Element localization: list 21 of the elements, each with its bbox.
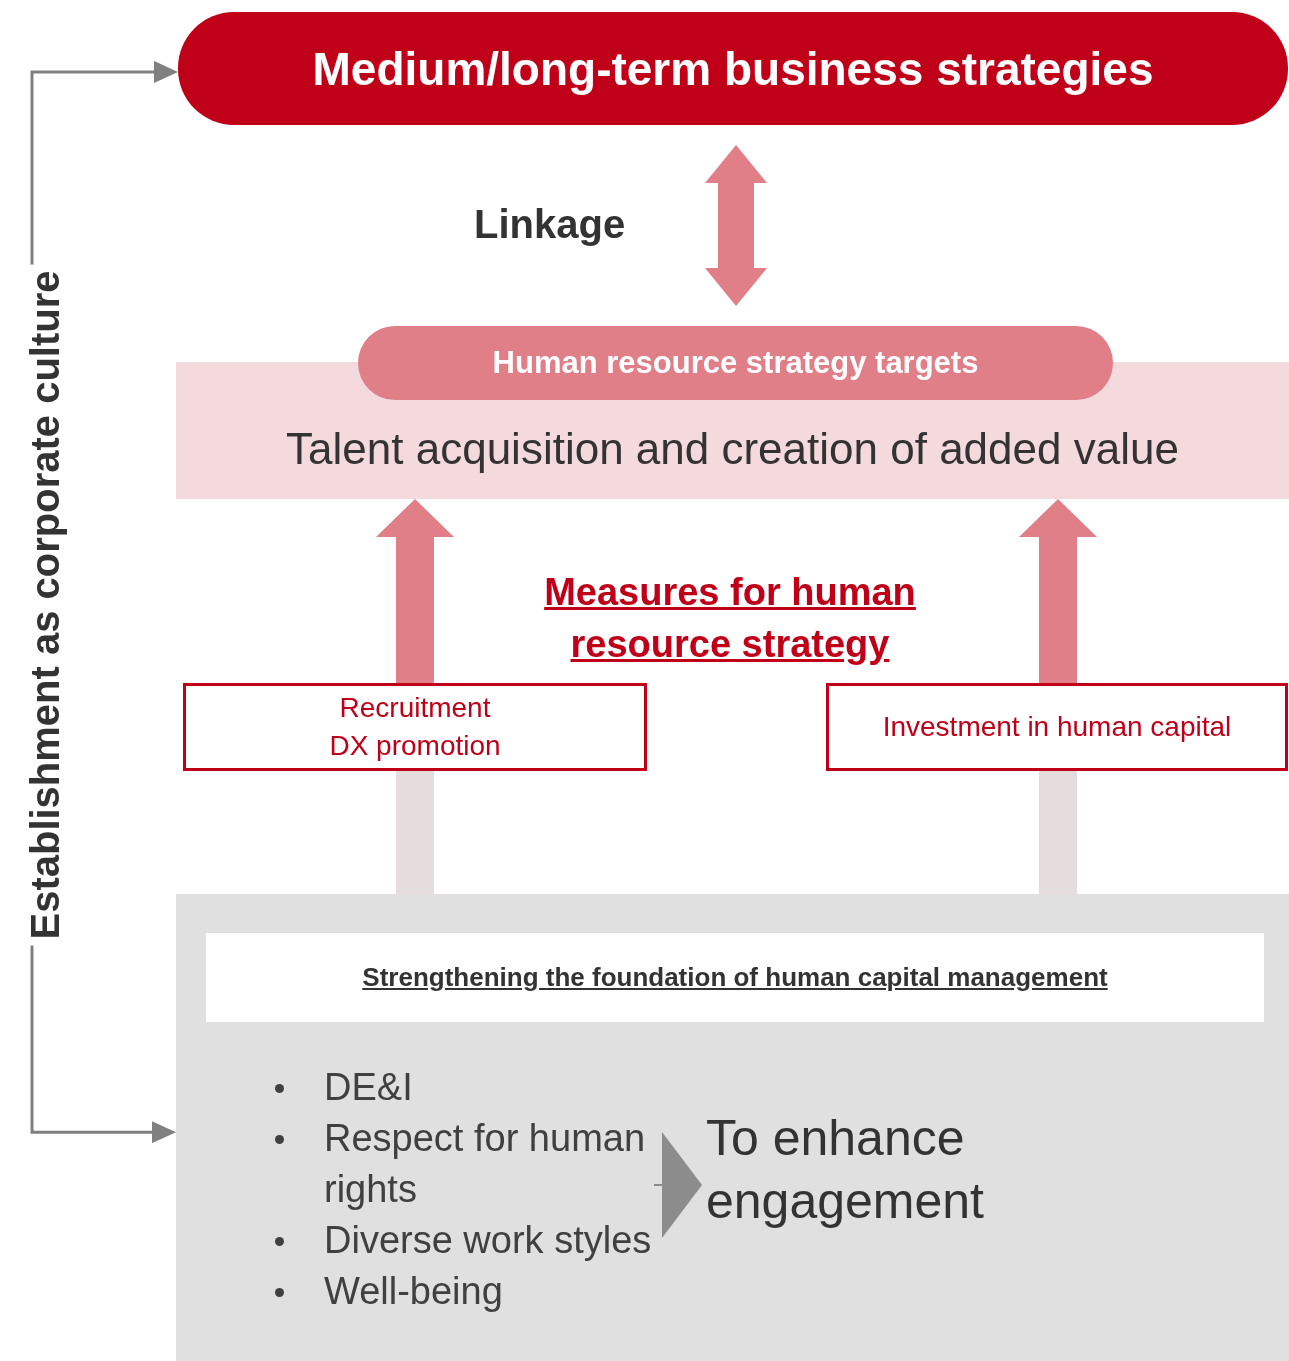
heading-box bbox=[206, 933, 1264, 1022]
connector-arrow bbox=[30, 60, 178, 1144]
target-text: Talent acquisition and creation of added value bbox=[285, 424, 1180, 474]
measure-box bbox=[826, 683, 1288, 771]
foundation-heading: Strengthening the foundation of human capital management bbox=[362, 962, 1108, 993]
bullet-item: Diverse work styles bbox=[324, 1218, 653, 1263]
block-arrow bbox=[705, 145, 767, 306]
measure-box bbox=[183, 683, 647, 771]
banner-title: Medium/long-term business strategies bbox=[312, 41, 1154, 96]
title-banner bbox=[178, 12, 1288, 125]
engagement-text: To enhance engagement bbox=[705, 1109, 985, 1231]
measure-text: Investment in human capital bbox=[882, 710, 1232, 744]
block-arrow bbox=[376, 499, 454, 683]
bullet-item: Respect for human rights bbox=[324, 1116, 647, 1212]
foundation-panel bbox=[176, 894, 1289, 1361]
chevron-arrow bbox=[653, 1132, 702, 1238]
measure-text: Recruitment DX promotion bbox=[328, 691, 502, 763]
bullet-item: Well-being bbox=[324, 1269, 504, 1314]
heading-pill: Human resource strategy targets bbox=[358, 326, 1113, 400]
block-arrow bbox=[1019, 499, 1097, 683]
bullet-item: DE&I bbox=[324, 1065, 414, 1110]
